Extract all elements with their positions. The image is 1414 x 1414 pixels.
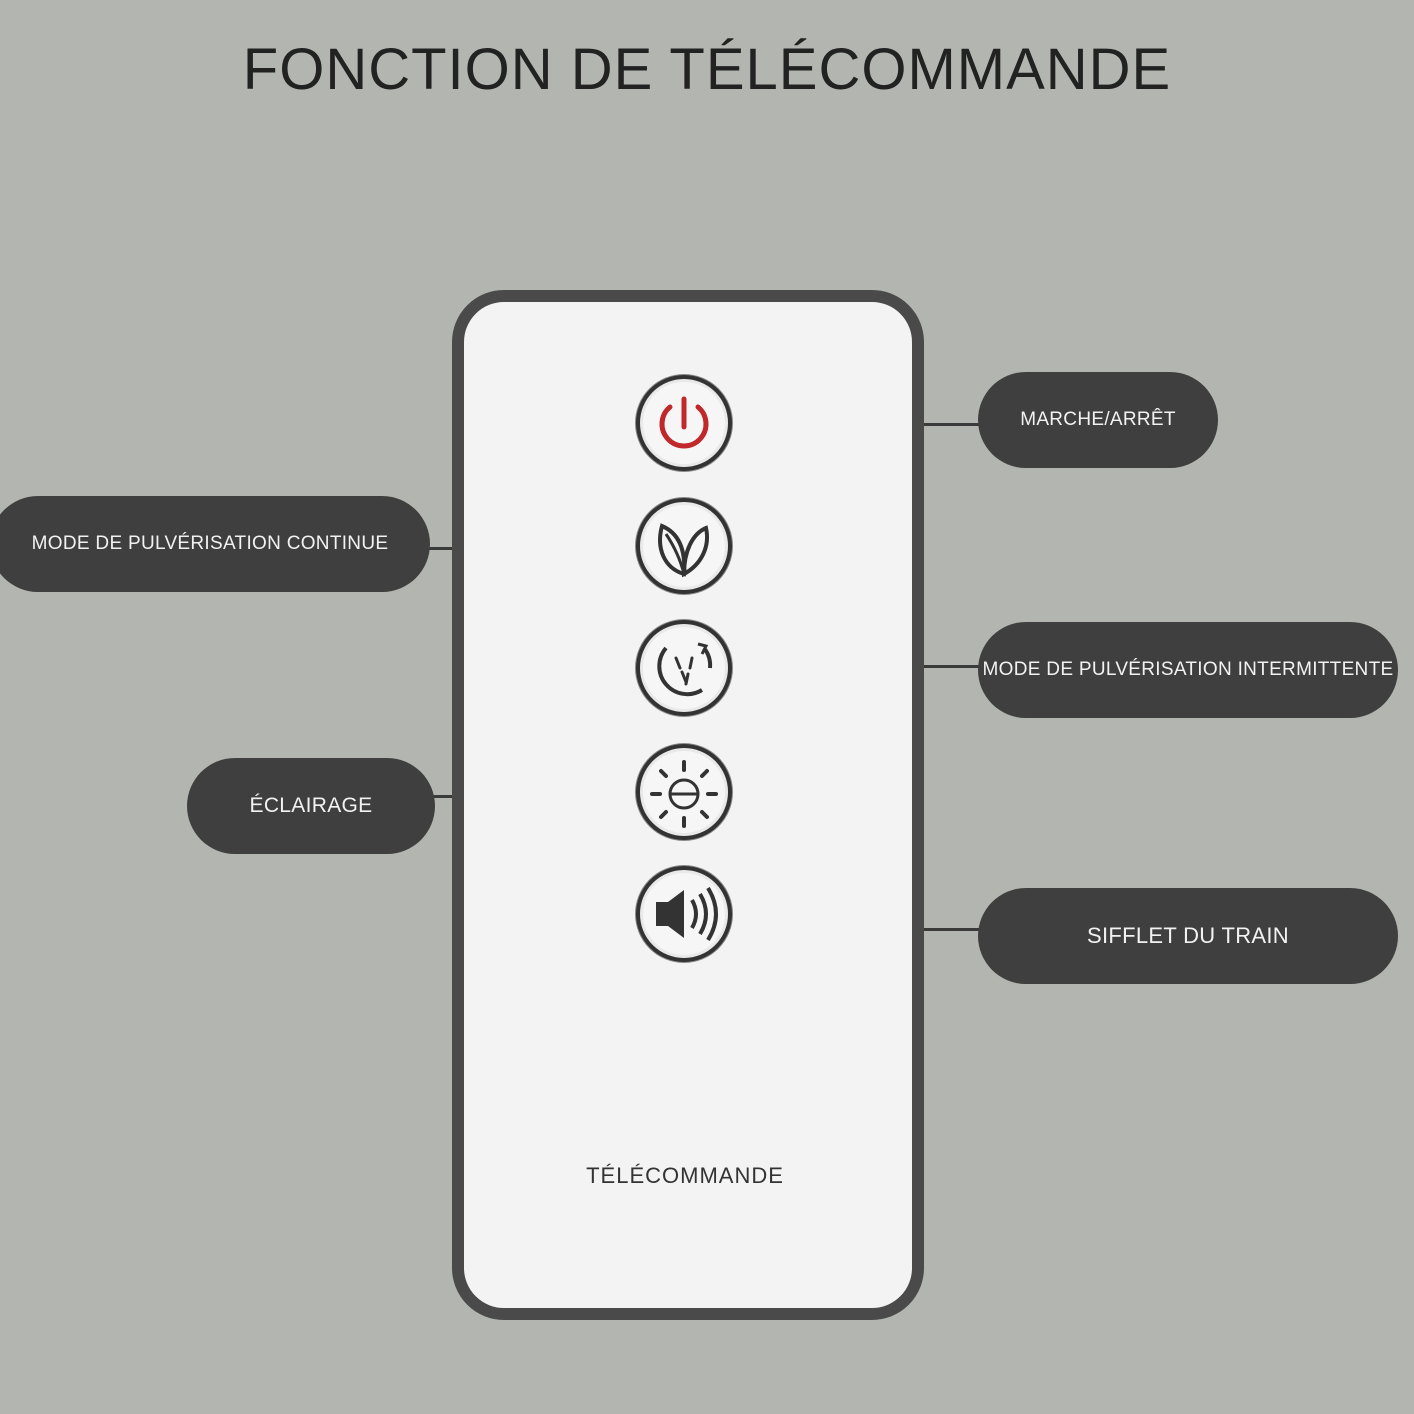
label-power: MARCHE/ARRÊT (978, 372, 1218, 468)
label-continuous-spray: MODE DE PULVÉRISATION CONTINUE (0, 496, 430, 592)
intermittent-spray-button[interactable] (636, 620, 732, 716)
page-title: FONCTION DE TÉLÉCOMMANDE (242, 37, 1172, 102)
power-icon (659, 396, 709, 449)
label-light: ÉCLAIRAGE (187, 758, 435, 854)
light-button[interactable] (636, 744, 732, 840)
leaf-spray-icon (658, 523, 709, 578)
power-button[interactable] (636, 375, 732, 471)
label-intermittent-spray: MODE DE PULVÉRISATION INTERMITTENTE (978, 622, 1398, 718)
sun-icon (650, 760, 718, 828)
label-whistle: SIFFLET DU TRAIN (978, 888, 1398, 984)
intermittent-spray-icon (657, 642, 713, 697)
speaker-icon (656, 886, 718, 942)
remote-label: TÉLÉCOMMANDE (586, 1163, 784, 1188)
continuous-spray-button[interactable] (636, 498, 732, 594)
whistle-button[interactable] (636, 866, 732, 962)
